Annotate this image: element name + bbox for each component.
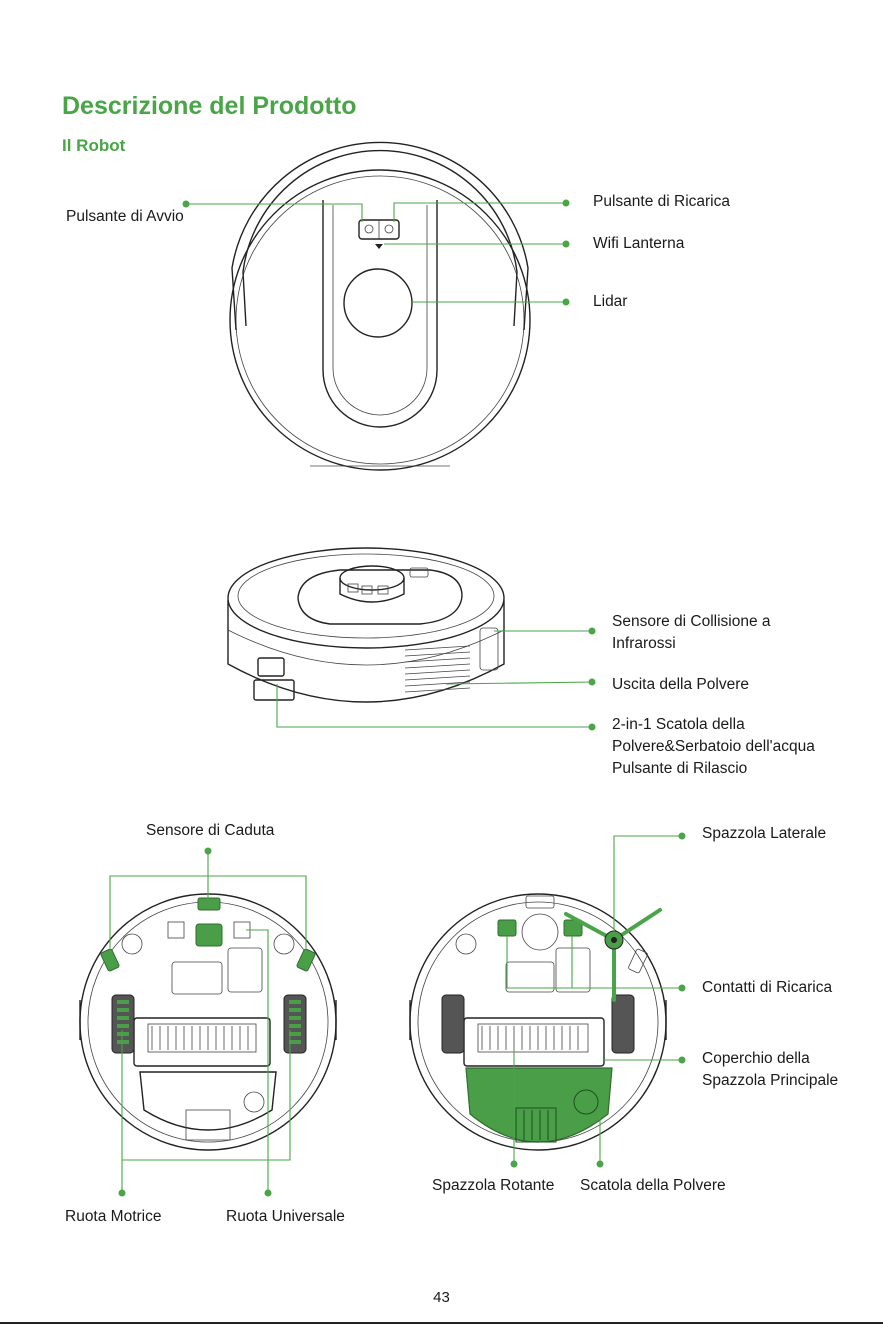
label-release-button: 2-in-1 Scatola della Polvere&Serbatoio d… (612, 714, 815, 780)
robot-side-view (228, 548, 504, 702)
label-drive-wheel: Ruota Motrice (65, 1206, 161, 1228)
label-lidar: Lidar (593, 291, 627, 313)
label-side-brush: Spazzola Laterale (702, 823, 826, 845)
robot-bottom-view-right (410, 894, 666, 1150)
robot-top-view (230, 142, 530, 470)
label-cliff-sensor: Sensore di Caduta (146, 820, 274, 842)
page-number: 43 (0, 1289, 883, 1306)
label-ir-sensor: Sensore di Collisione a Infrarossi (612, 611, 771, 655)
label-start-button: Pulsante di Avvio (66, 206, 184, 228)
label-charge-button: Pulsante di Ricarica (593, 191, 730, 213)
label-universal-wheel: Ruota Universale (226, 1206, 345, 1228)
robot-bottom-view-left (80, 894, 336, 1150)
label-brush-cover: Coperchio della Spazzola Principale (702, 1048, 838, 1092)
label-wifi-light: Wifi Lanterna (593, 233, 684, 255)
label-dust-box: Scatola della Polvere (580, 1175, 726, 1197)
label-roller-brush: Spazzola Rotante (432, 1175, 554, 1197)
label-dust-outlet: Uscita della Polvere (612, 674, 749, 696)
label-charge-contacts: Contatti di Ricarica (702, 977, 832, 999)
